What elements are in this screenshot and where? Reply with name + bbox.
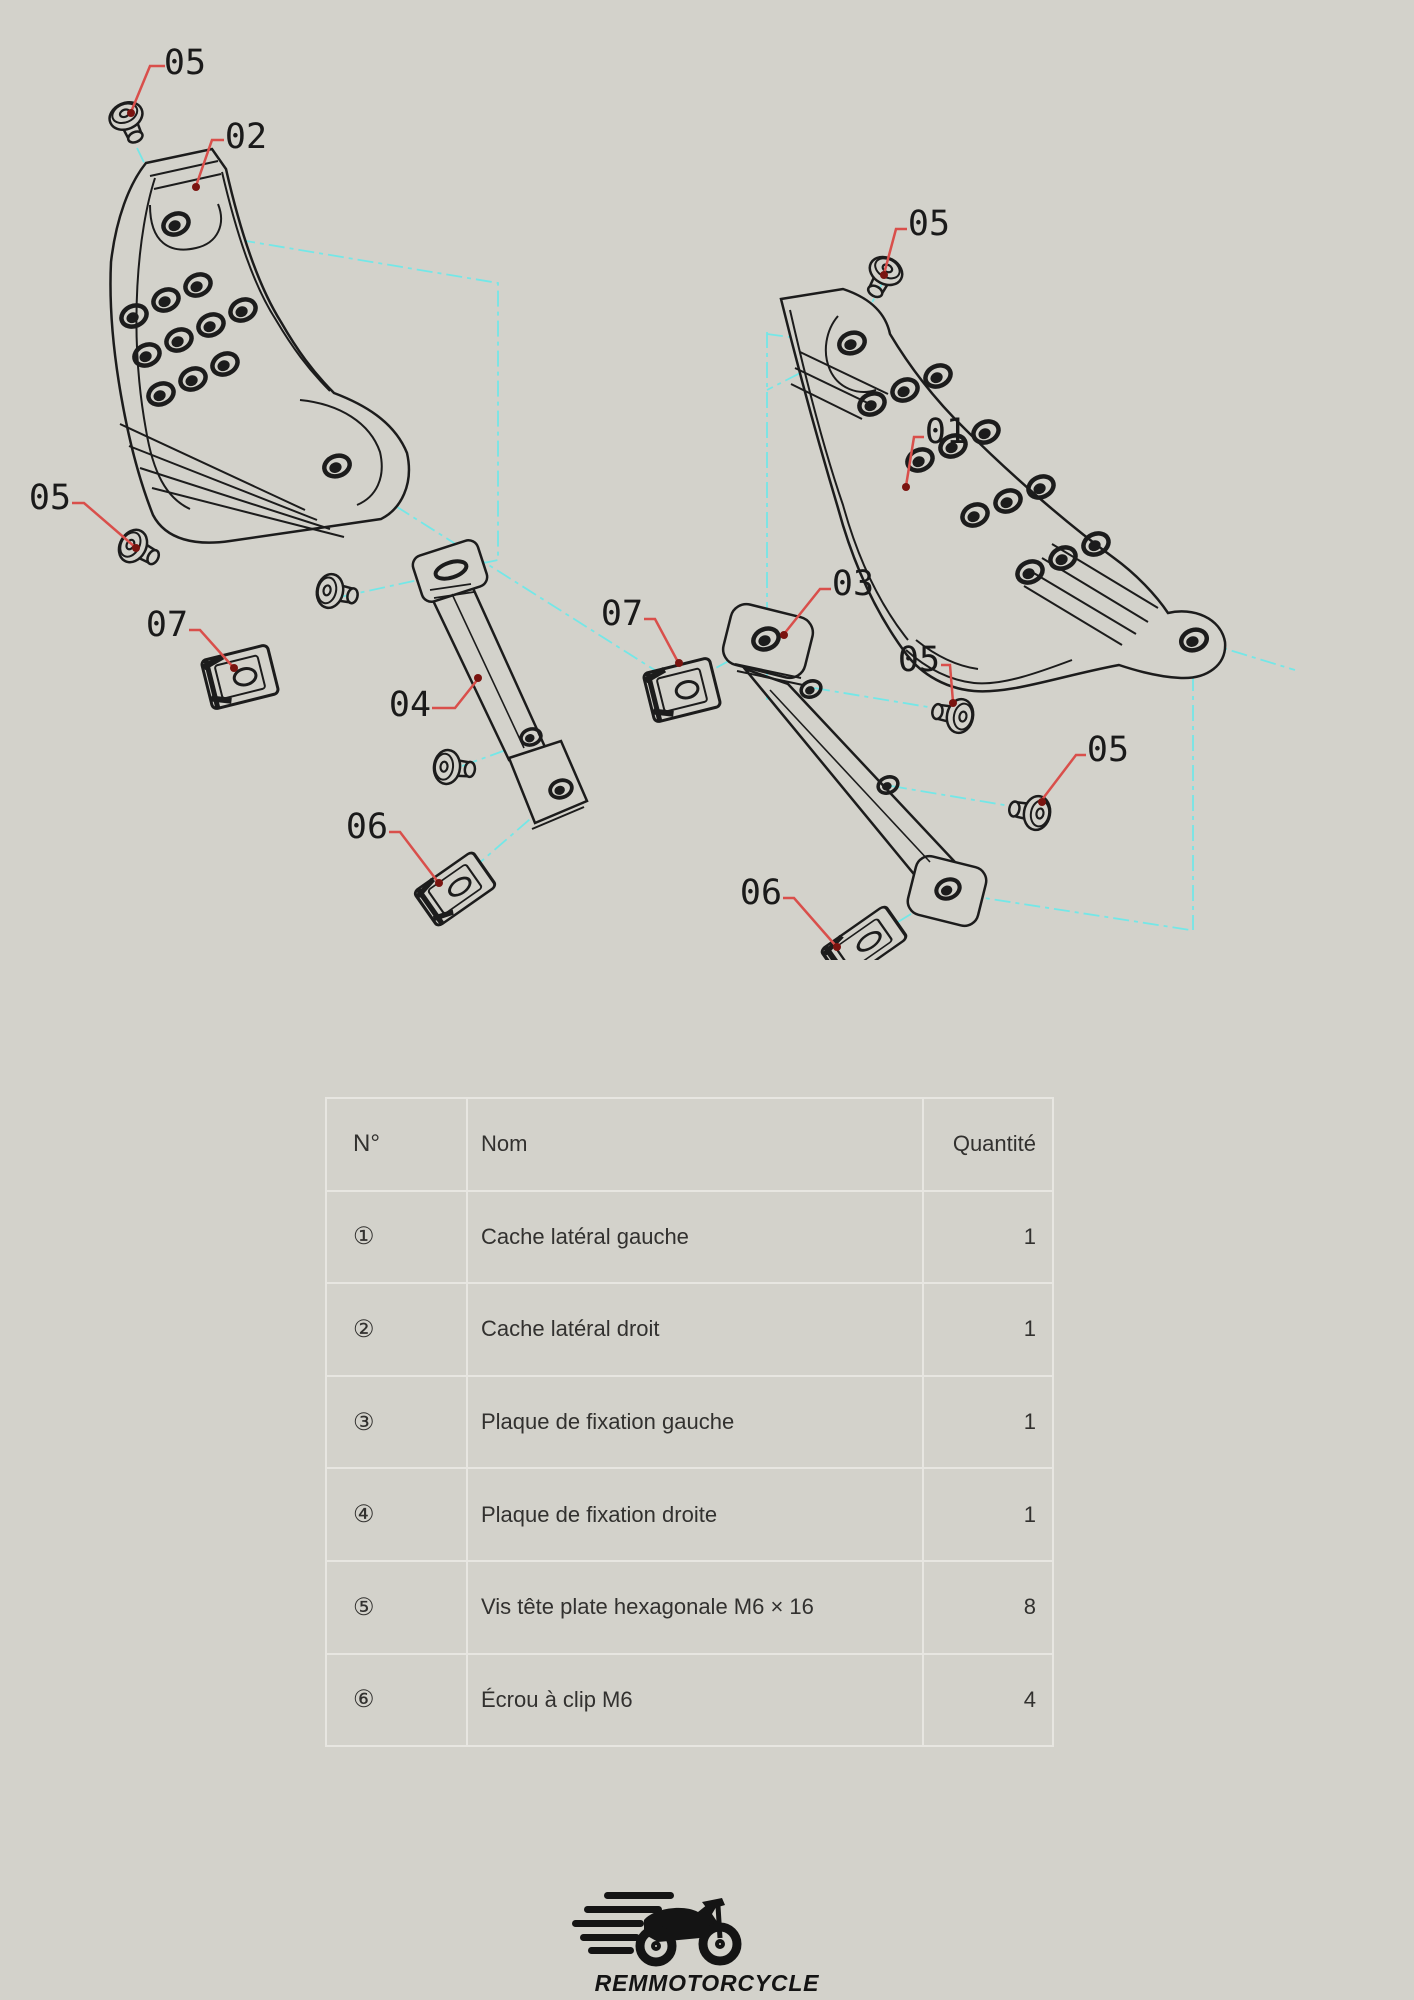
row-2-num: ② — [327, 1284, 468, 1377]
row-1-name: Cache latéral gauche — [468, 1191, 924, 1285]
row-3-qty: 1 — [924, 1376, 1054, 1470]
row-6-num: ⑥ — [327, 1654, 468, 1748]
screw-icon — [312, 570, 363, 615]
callout-07-center: 07 — [601, 594, 643, 634]
table-header-qty: Quantité — [924, 1099, 1054, 1192]
row-3-name: Plaque de fixation gauche — [468, 1376, 924, 1470]
brand-name: REMMOTORCYCLE — [594, 1970, 820, 1996]
row-6-name: Écrou à clip M6 — [468, 1654, 924, 1748]
row-2-qty: 1 — [924, 1284, 1054, 1377]
callout-07-left: 07 — [146, 605, 188, 645]
leader-dots — [127, 109, 1046, 951]
part-04-fixing-plate — [411, 539, 589, 830]
table-header-name: Nom — [468, 1099, 924, 1192]
clip-nut-icon — [414, 851, 497, 927]
part-01-right-cover — [779, 287, 1227, 693]
screw-icon — [103, 95, 155, 150]
parts-table: N° Nom Quantité ① Cache latéral gauche 1… — [325, 1097, 1054, 1748]
construction-lines — [136, 147, 1296, 939]
callout-05-top-left: 05 — [164, 43, 206, 83]
row-3-num: ③ — [327, 1376, 468, 1470]
clip-nut-icon — [643, 658, 721, 723]
part-02-left-cover — [109, 147, 411, 544]
table-header-num: N° — [327, 1099, 468, 1192]
clip-nut-icon — [820, 905, 907, 960]
exploded-parts-diagram: 05 02 05 07 04 06 05 01 03 07 05 05 06 — [29, 43, 1296, 960]
row-2-name: Cache latéral droit — [468, 1284, 924, 1377]
part-03-fixing-plate — [721, 602, 988, 928]
clip-nut-icon — [201, 645, 279, 710]
callout-01: 01 — [925, 412, 967, 452]
row-5-num: ⑤ — [327, 1561, 468, 1655]
motorcycle-icon — [572, 1892, 742, 1967]
callout-05-far-right: 05 — [1087, 730, 1129, 770]
callout-05-top-right: 05 — [908, 204, 950, 244]
callout-03: 03 — [832, 564, 874, 604]
callout-06-left: 06 — [346, 807, 388, 847]
row-6-qty: 4 — [924, 1654, 1054, 1748]
callout-05-left: 05 — [29, 478, 71, 518]
brand-logo: REMMOTORCYCLE — [552, 1886, 862, 1997]
callout-04: 04 — [389, 685, 431, 725]
callout-06-right: 06 — [740, 873, 782, 913]
screw-icon — [431, 747, 478, 789]
row-4-num: ④ — [327, 1469, 468, 1562]
screw-icon — [1005, 790, 1055, 834]
row-4-name: Plaque de fixation droite — [468, 1469, 924, 1562]
row-4-qty: 1 — [924, 1469, 1054, 1562]
row-1-qty: 1 — [924, 1191, 1054, 1285]
row-5-name: Vis tête plate hexagonale M6 × 16 — [468, 1561, 924, 1655]
row-1-num: ① — [327, 1191, 468, 1285]
leader-lines — [72, 64, 1086, 947]
callout-02: 02 — [225, 117, 267, 157]
row-5-qty: 8 — [924, 1561, 1054, 1655]
callout-05-mid-right: 05 — [898, 640, 940, 680]
